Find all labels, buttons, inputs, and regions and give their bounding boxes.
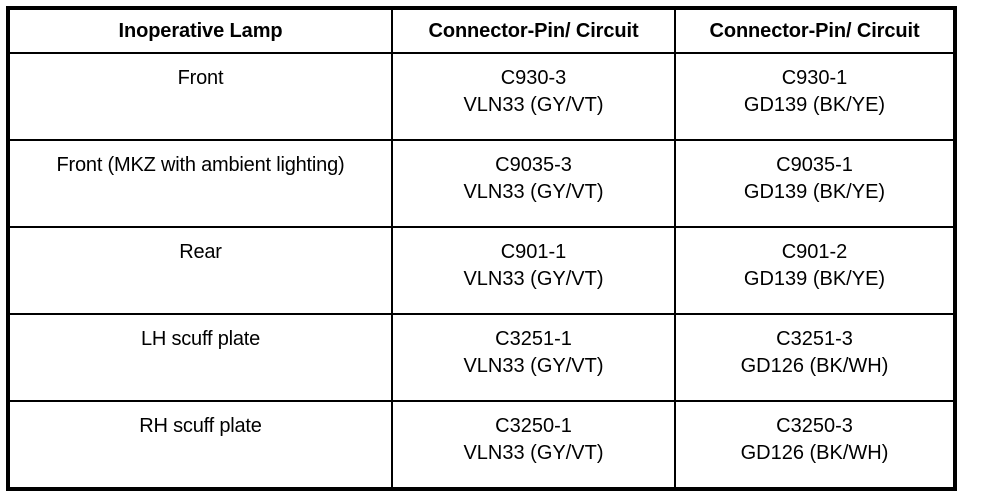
table-row: LH scuff plate C3251-1 VLN33 (GY/VT) C32… (7, 313, 956, 402)
cell-inoperative-lamp: Front (MKZ with ambient lighting) (7, 139, 393, 228)
ground-connector-pin: C3250-3 (776, 415, 853, 437)
column-header-inoperative-lamp: Inoperative Lamp (7, 7, 393, 54)
ground-cell-lines: C9035-1 GD139 (BK/YE) (676, 152, 953, 206)
lamp-label: LH scuff plate (140, 328, 261, 350)
table-body: Front C930-3 VLN33 (GY/VT) C930-1 GD139 … (7, 52, 956, 490)
lamp-label: RH scuff plate (139, 415, 262, 437)
feed-circuit: VLN33 (GY/VT) (463, 268, 604, 290)
feed-connector-pin: C901-1 (500, 241, 567, 263)
feed-circuit: VLN33 (GY/VT) (463, 94, 604, 116)
feed-connector-pin: C930-3 (500, 67, 567, 89)
cell-feed-connector-circuit: C3250-1 VLN33 (GY/VT) (391, 400, 676, 490)
cell-inoperative-lamp: Front (7, 52, 393, 141)
feed-connector-pin: C9035-3 (495, 154, 572, 176)
column-header-connector-pin-circuit-feed: Connector-Pin/ Circuit (391, 7, 676, 54)
table-row: Front (MKZ with ambient lighting) C9035-… (7, 139, 956, 228)
feed-connector-pin: C3251-1 (495, 328, 572, 350)
feed-cell-lines: C9035-3 VLN33 (GY/VT) (393, 152, 674, 206)
cell-ground-connector-circuit: C3251-3 GD126 (BK/WH) (674, 313, 956, 402)
feed-cell-lines: C901-1 VLN33 (GY/VT) (393, 239, 674, 293)
feed-circuit: VLN33 (GY/VT) (463, 442, 604, 464)
feed-connector-pin: C3250-1 (495, 415, 572, 437)
ground-cell-lines: C3251-3 GD126 (BK/WH) (676, 326, 953, 380)
cell-ground-connector-circuit: C3250-3 GD126 (BK/WH) (674, 400, 956, 490)
lamp-label: Front (177, 67, 224, 89)
table-row: Front C930-3 VLN33 (GY/VT) C930-1 GD139 … (7, 52, 956, 141)
ground-circuit: GD139 (BK/YE) (743, 94, 886, 116)
cell-inoperative-lamp: RH scuff plate (7, 400, 393, 490)
feed-cell-lines: C3250-1 VLN33 (GY/VT) (393, 413, 674, 467)
inoperative-lamp-table: Inoperative Lamp Connector-Pin/ Circuit … (6, 6, 957, 491)
table-row: RH scuff plate C3250-1 VLN33 (GY/VT) C32… (7, 400, 956, 490)
ground-circuit: GD139 (BK/YE) (743, 268, 886, 290)
lamp-label: Rear (179, 241, 222, 263)
lamp-label: Front (MKZ with ambient lighting) (56, 154, 345, 176)
ground-cell-lines: C930-1 GD139 (BK/YE) (676, 65, 953, 119)
feed-cell-lines: C930-3 VLN33 (GY/VT) (393, 65, 674, 119)
cell-inoperative-lamp: Rear (7, 226, 393, 315)
ground-circuit: GD126 (BK/WH) (740, 442, 889, 464)
feed-circuit: VLN33 (GY/VT) (463, 181, 604, 203)
feed-cell-lines: C3251-1 VLN33 (GY/VT) (393, 326, 674, 380)
header-row: Inoperative Lamp Connector-Pin/ Circuit … (7, 7, 956, 54)
feed-circuit: VLN33 (GY/VT) (463, 355, 604, 377)
ground-connector-pin: C930-1 (781, 67, 848, 89)
ground-connector-pin: C3251-3 (776, 328, 853, 350)
ground-circuit: GD126 (BK/WH) (740, 355, 889, 377)
cell-feed-connector-circuit: C901-1 VLN33 (GY/VT) (391, 226, 676, 315)
ground-circuit: GD139 (BK/YE) (743, 181, 886, 203)
cell-feed-connector-circuit: C930-3 VLN33 (GY/VT) (391, 52, 676, 141)
table-header: Inoperative Lamp Connector-Pin/ Circuit … (7, 7, 956, 54)
cell-feed-connector-circuit: C3251-1 VLN33 (GY/VT) (391, 313, 676, 402)
ground-cell-lines: C901-2 GD139 (BK/YE) (676, 239, 953, 293)
table-row: Rear C901-1 VLN33 (GY/VT) C901-2 GD139 (… (7, 226, 956, 315)
cell-ground-connector-circuit: C901-2 GD139 (BK/YE) (674, 226, 956, 315)
page-canvas: Inoperative Lamp Connector-Pin/ Circuit … (6, 6, 957, 491)
cell-feed-connector-circuit: C9035-3 VLN33 (GY/VT) (391, 139, 676, 228)
cell-inoperative-lamp: LH scuff plate (7, 313, 393, 402)
column-header-connector-pin-circuit-ground: Connector-Pin/ Circuit (674, 7, 956, 54)
ground-connector-pin: C901-2 (781, 241, 848, 263)
ground-cell-lines: C3250-3 GD126 (BK/WH) (676, 413, 953, 467)
cell-ground-connector-circuit: C930-1 GD139 (BK/YE) (674, 52, 956, 141)
cell-ground-connector-circuit: C9035-1 GD139 (BK/YE) (674, 139, 956, 228)
ground-connector-pin: C9035-1 (776, 154, 853, 176)
